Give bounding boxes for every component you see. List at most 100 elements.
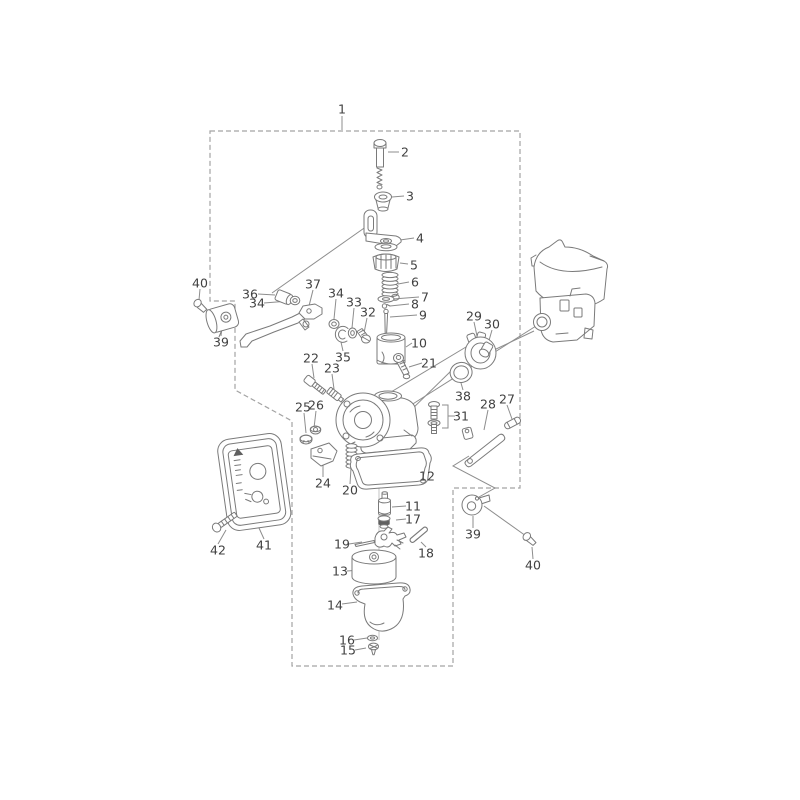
part-label-18: 18 — [418, 546, 434, 561]
part-32-screw — [356, 328, 371, 344]
part-label-22: 22 — [303, 351, 319, 366]
part-label-25: 25 — [295, 400, 311, 415]
part-40-screw-right — [522, 532, 537, 546]
part-34-washer-right — [328, 319, 340, 329]
part-label-30: 30 — [484, 317, 500, 332]
part-42-screw — [211, 511, 238, 533]
leader-line — [483, 409, 489, 431]
leader-line — [506, 404, 513, 420]
part-label-20: 20 — [342, 483, 358, 498]
part-18-pin — [409, 526, 428, 543]
leader-line — [391, 505, 407, 508]
part-15-screw — [368, 642, 379, 656]
part-labels: 1234567891011121314151617181920212223242… — [192, 102, 541, 658]
part-label-34a: 34 — [249, 296, 265, 311]
part-24-plate — [310, 442, 338, 467]
part-label-12: 12 — [419, 469, 435, 484]
leader-line — [308, 289, 314, 307]
part-label-15: 15 — [340, 643, 356, 658]
part-label-39-left: 39 — [213, 335, 229, 350]
part-4-bracket — [363, 209, 402, 247]
part-label-35: 35 — [335, 350, 351, 365]
part-label-17: 17 — [405, 512, 421, 527]
part-3-cable-adjuster — [374, 191, 392, 212]
leader-line — [258, 527, 265, 540]
leader-line — [408, 362, 423, 368]
part-21-fitting — [393, 353, 411, 380]
part-label-6: 6 — [411, 275, 419, 290]
assembly-boundary-outline — [209, 130, 521, 667]
leader-line — [351, 307, 355, 329]
part-40-screw-left — [193, 298, 208, 313]
part-label-31: 31 — [453, 409, 469, 424]
leader-line — [392, 296, 420, 300]
leader-line — [473, 321, 478, 337]
assembly-boundary — [209, 116, 521, 667]
part-label-32: 32 — [360, 305, 376, 320]
leader-line — [399, 262, 409, 265]
leader-line — [399, 237, 415, 241]
part-label-39-right: 39 — [465, 527, 481, 542]
leader-line — [341, 601, 358, 605]
part-37-lever — [239, 303, 323, 348]
part-label-8: 8 — [411, 297, 419, 312]
leader-line — [303, 412, 307, 434]
leader-line — [395, 518, 407, 521]
leader-line — [340, 341, 344, 352]
leader-line — [257, 293, 276, 296]
part-8-clip — [381, 303, 391, 309]
part-label-23: 23 — [324, 361, 340, 376]
part-11-nozzle — [378, 491, 391, 516]
leader-line — [397, 281, 410, 285]
part-label-40-left: 40 — [192, 276, 208, 291]
leader-line — [354, 647, 367, 651]
part-label-9: 9 — [419, 308, 427, 323]
part-label-3: 3 — [406, 189, 414, 204]
engine-reference-drawing — [530, 239, 609, 343]
part-label-19: 19 — [334, 537, 350, 552]
connector-zigzag — [451, 455, 497, 498]
leader-lines — [198, 151, 537, 651]
part-14-float-bowl — [352, 582, 411, 632]
part-39-cap-right — [461, 494, 491, 516]
leader-line — [313, 410, 317, 429]
leader-line — [531, 546, 534, 560]
part-label-34b: 34 — [328, 286, 344, 301]
part-label-28: 28 — [480, 397, 496, 412]
part-38-o-ring — [449, 361, 473, 384]
part-22-screw — [303, 374, 327, 395]
part-label-26: 26 — [308, 398, 324, 413]
part-5-cap — [372, 242, 400, 272]
leader-line — [389, 314, 418, 318]
part-label-41: 41 — [256, 538, 272, 553]
part-label-4: 4 — [416, 231, 424, 246]
part-30-clamp-screw — [478, 341, 494, 358]
part-label-14: 14 — [327, 598, 343, 613]
part-26-nut — [309, 425, 322, 435]
leader-line — [311, 363, 315, 379]
part-label-21: 21 — [421, 356, 437, 371]
part-31-bolts — [427, 401, 454, 434]
part-7-washer — [377, 293, 400, 303]
leader-line — [348, 541, 363, 545]
leader-line — [217, 529, 227, 545]
part-label-37: 37 — [305, 277, 321, 292]
part-34-washer-left — [289, 295, 301, 306]
part-label-16: 16 — [339, 633, 355, 648]
leader-line — [333, 298, 337, 320]
part-label-13: 13 — [332, 564, 348, 579]
part-19-float-arm — [354, 526, 407, 550]
leader-line — [349, 467, 352, 485]
part-label-42: 42 — [210, 543, 226, 558]
part-drawings — [193, 139, 609, 656]
part-2-adjust-screw — [373, 139, 387, 190]
part-label-40-right: 40 — [525, 558, 541, 573]
part-label-38: 38 — [455, 389, 471, 404]
part-41-air-cleaner-cover — [217, 433, 292, 531]
leader-line — [391, 195, 405, 198]
part-16-washer — [367, 634, 378, 642]
leader-line — [390, 343, 472, 393]
part-label-5: 5 — [410, 258, 418, 273]
part-17-jet — [377, 515, 391, 529]
